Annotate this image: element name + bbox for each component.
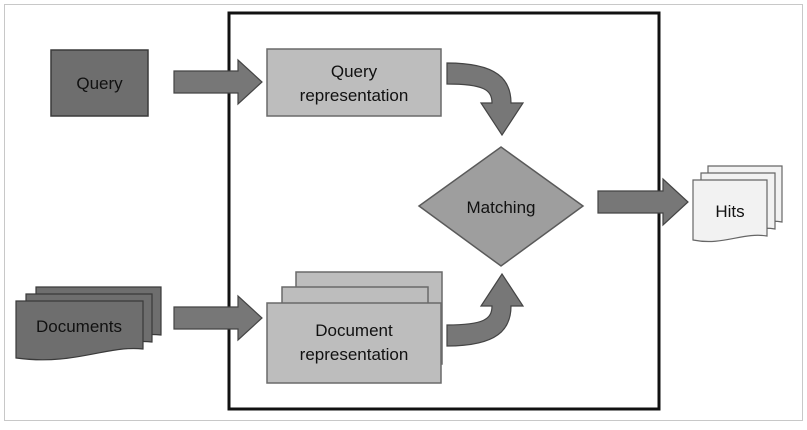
arrow-query-to-representation <box>173 58 263 106</box>
query-node: Query <box>50 49 149 117</box>
hits-node: Hits <box>692 165 783 243</box>
matching-label: Matching <box>467 198 536 217</box>
documents-node: Documents <box>15 286 162 361</box>
document-representation-label-line1: Document <box>315 321 393 340</box>
query-representation-node: Query representation <box>266 48 442 117</box>
arrow-query-representation-to-matching <box>446 62 525 137</box>
query-label: Query <box>76 74 123 93</box>
document-representation-node: Document representation <box>266 271 443 384</box>
arrow-documents-to-representation <box>173 294 263 342</box>
query-representation-label-line2: representation <box>300 86 409 105</box>
matching-node: Matching <box>417 146 585 267</box>
document-representation-label-line2: representation <box>300 345 409 364</box>
arrow-document-representation-to-matching <box>446 272 525 347</box>
documents-label: Documents <box>36 317 122 336</box>
query-representation-label-line1: Query <box>331 62 378 81</box>
hits-label: Hits <box>715 202 744 221</box>
arrow-matching-to-hits <box>597 177 689 227</box>
